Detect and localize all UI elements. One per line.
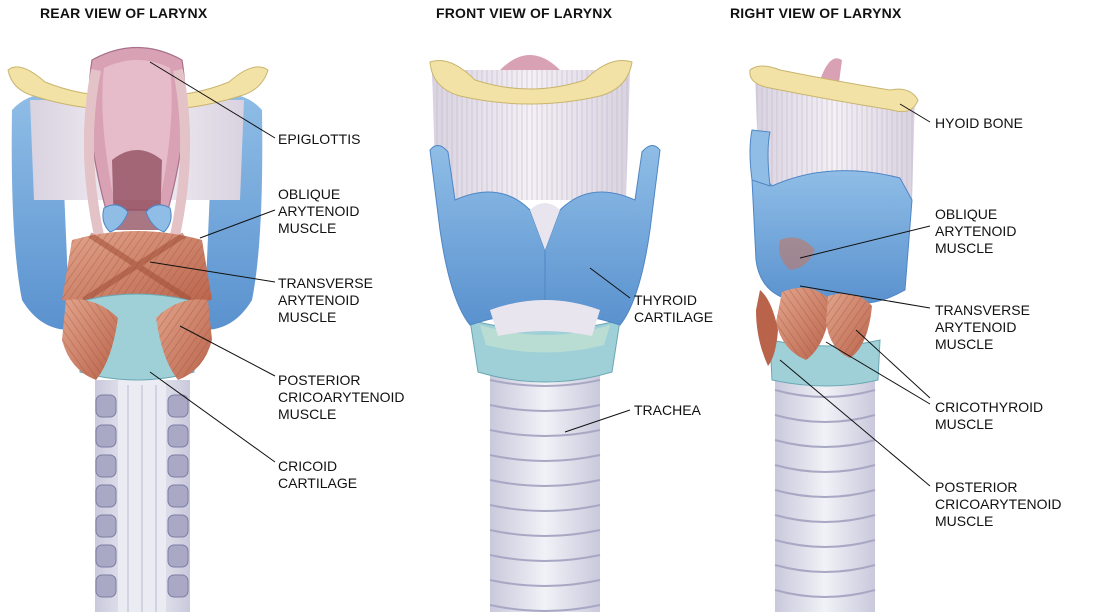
label-right-posterior-cricoarytenoid: POSTERIOR CRICOARYTENOID MUSCLE [935,479,1062,530]
front-view-illustration [430,55,660,612]
label-right-oblique-arytenoid: OBLIQUE ARYTENOID MUSCLE [935,206,1016,257]
right-trachea [775,370,875,612]
label-cricoid-cartilage: CRICOID CARTILAGE [278,458,357,492]
front-trachea [490,360,600,612]
label-rear-oblique-arytenoid: OBLIQUE ARYTENOID MUSCLE [278,186,359,237]
label-right-transverse-arytenoid: TRANSVERSE ARYTENOID MUSCLE [935,302,1030,353]
rear-view-title: REAR VIEW OF LARYNX [40,5,207,21]
rear-trachea [95,380,190,612]
label-rear-posterior-cricoarytenoid: POSTERIOR CRICOARYTENOID MUSCLE [278,372,405,423]
label-epiglottis: EPIGLOTTIS [278,131,360,148]
right-view-title: RIGHT VIEW OF LARYNX [730,5,901,21]
right-cricoid [770,340,880,386]
label-thyroid-cartilage: THYROID CARTILAGE [634,292,713,326]
right-view-illustration [750,58,930,612]
label-rear-transverse-arytenoid: TRANSVERSE ARYTENOID MUSCLE [278,275,373,326]
front-view-title: FRONT VIEW OF LARYNX [436,5,612,21]
label-hyoid-bone: HYOID BONE [935,115,1023,132]
label-trachea: TRACHEA [634,402,701,419]
label-cricothyroid-muscle: CRICOTHYROID MUSCLE [935,399,1043,433]
rear-view-illustration [8,48,275,612]
right-thyroid-cartilage [752,171,912,304]
